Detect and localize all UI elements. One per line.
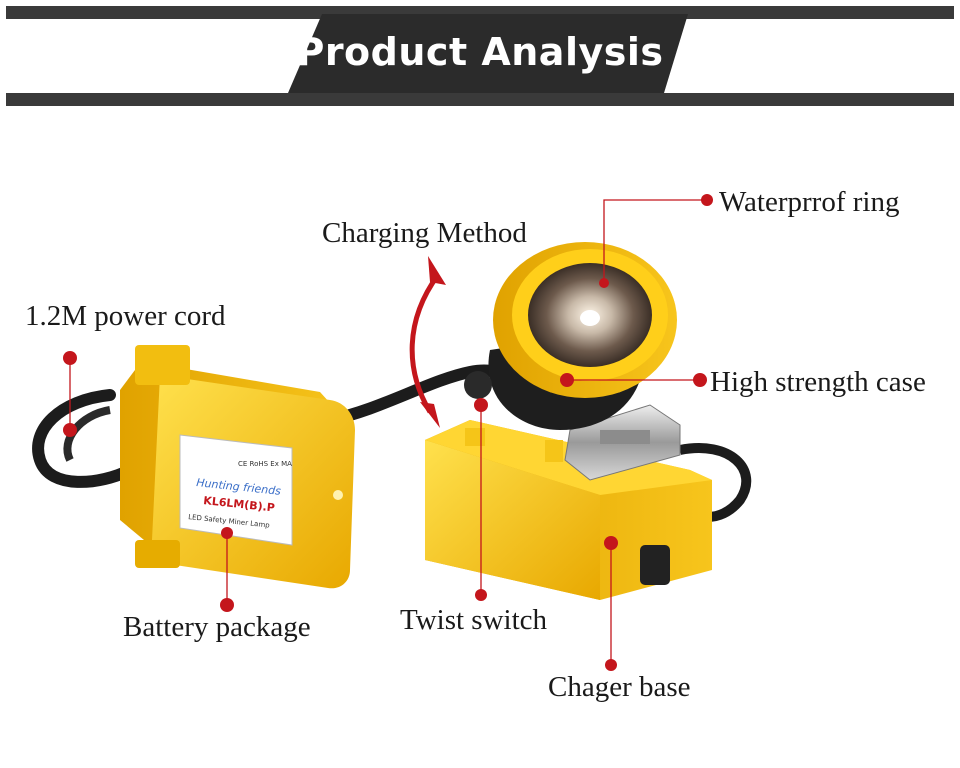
leader-lines	[69, 199, 707, 665]
label-charger-base: Chager base	[548, 671, 691, 703]
battery-pack	[120, 345, 355, 589]
label-power-cord: 1.2M power cord	[25, 300, 226, 332]
page-title: Product Analysis	[296, 30, 664, 74]
label-waterproof-ring: Waterprrof ring	[719, 186, 900, 218]
sticker-cert: CE RoHS Ex MA	[238, 460, 292, 468]
charging-arrow	[409, 273, 441, 414]
title-trapezoid	[288, 14, 688, 93]
label-twist-switch: Twist switch	[400, 604, 547, 636]
headlamp	[464, 242, 677, 430]
leader-dots	[63, 194, 713, 671]
label-high-strength-case: High strength case	[710, 366, 926, 398]
label-charging-method: Charging Method	[322, 217, 527, 249]
title-banner	[6, 6, 954, 106]
label-battery-package: Battery package	[123, 611, 311, 643]
